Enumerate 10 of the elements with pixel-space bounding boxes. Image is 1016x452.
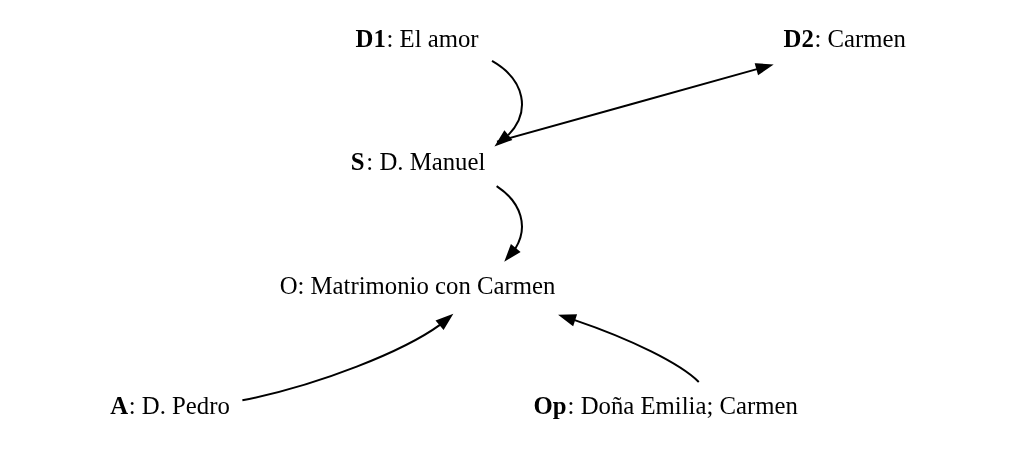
arrow [558,313,700,383]
arrow [242,313,454,401]
node-text: D2: Carmen [783,24,906,52]
node-text: A: D. Pedro [110,391,230,419]
arrow [496,184,523,262]
node-text: Op: Doña Emilia; Carmen [533,391,798,419]
arrow [496,62,774,143]
node-text: D1: El amor [355,24,479,52]
node-text: S: D. Manuel [350,147,486,175]
node-text: O: Matrimonio con Carmen [279,271,556,299]
